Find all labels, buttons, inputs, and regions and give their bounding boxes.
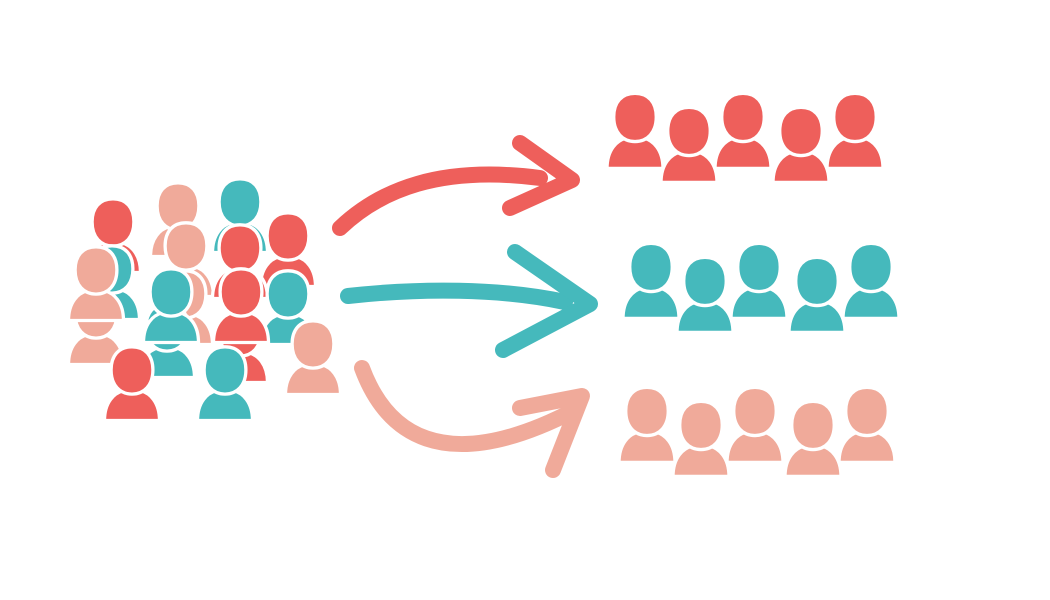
- person-icon: [837, 385, 897, 465]
- pink-group: [617, 385, 897, 479]
- person-icon: [671, 399, 731, 479]
- person-icon: [605, 91, 665, 171]
- person-icon: [659, 105, 719, 185]
- person-icon: [841, 241, 901, 321]
- person-icon: [195, 345, 255, 423]
- person-icon: [66, 245, 126, 323]
- person-icon: [102, 345, 162, 423]
- arrow-head: [502, 135, 580, 216]
- arrow-shaft: [332, 166, 548, 236]
- arrow-to-pink-group: [354, 360, 590, 478]
- mixed-crowd: [66, 177, 343, 423]
- arrow-to-red-group: [332, 135, 580, 236]
- arrows: [332, 135, 598, 478]
- person-icon: [621, 241, 681, 321]
- person-icon: [141, 267, 201, 345]
- arrow-shaft: [354, 360, 583, 452]
- person-icon: [729, 241, 789, 321]
- segmented-groups: [605, 91, 901, 479]
- arrow-shaft: [340, 282, 573, 310]
- person-icon: [211, 267, 271, 345]
- teal-group: [621, 241, 901, 335]
- person-icon: [713, 91, 773, 171]
- arrow-head: [512, 388, 590, 478]
- person-icon: [787, 255, 847, 335]
- person-icon: [675, 255, 735, 335]
- red-group: [605, 91, 885, 185]
- person-icon: [283, 319, 343, 397]
- arrow-head: [495, 244, 598, 358]
- person-icon: [617, 385, 677, 465]
- arrow-to-teal-group: [340, 244, 598, 358]
- person-icon: [771, 105, 831, 185]
- person-icon: [825, 91, 885, 171]
- person-icon: [783, 399, 843, 479]
- person-icon: [725, 385, 785, 465]
